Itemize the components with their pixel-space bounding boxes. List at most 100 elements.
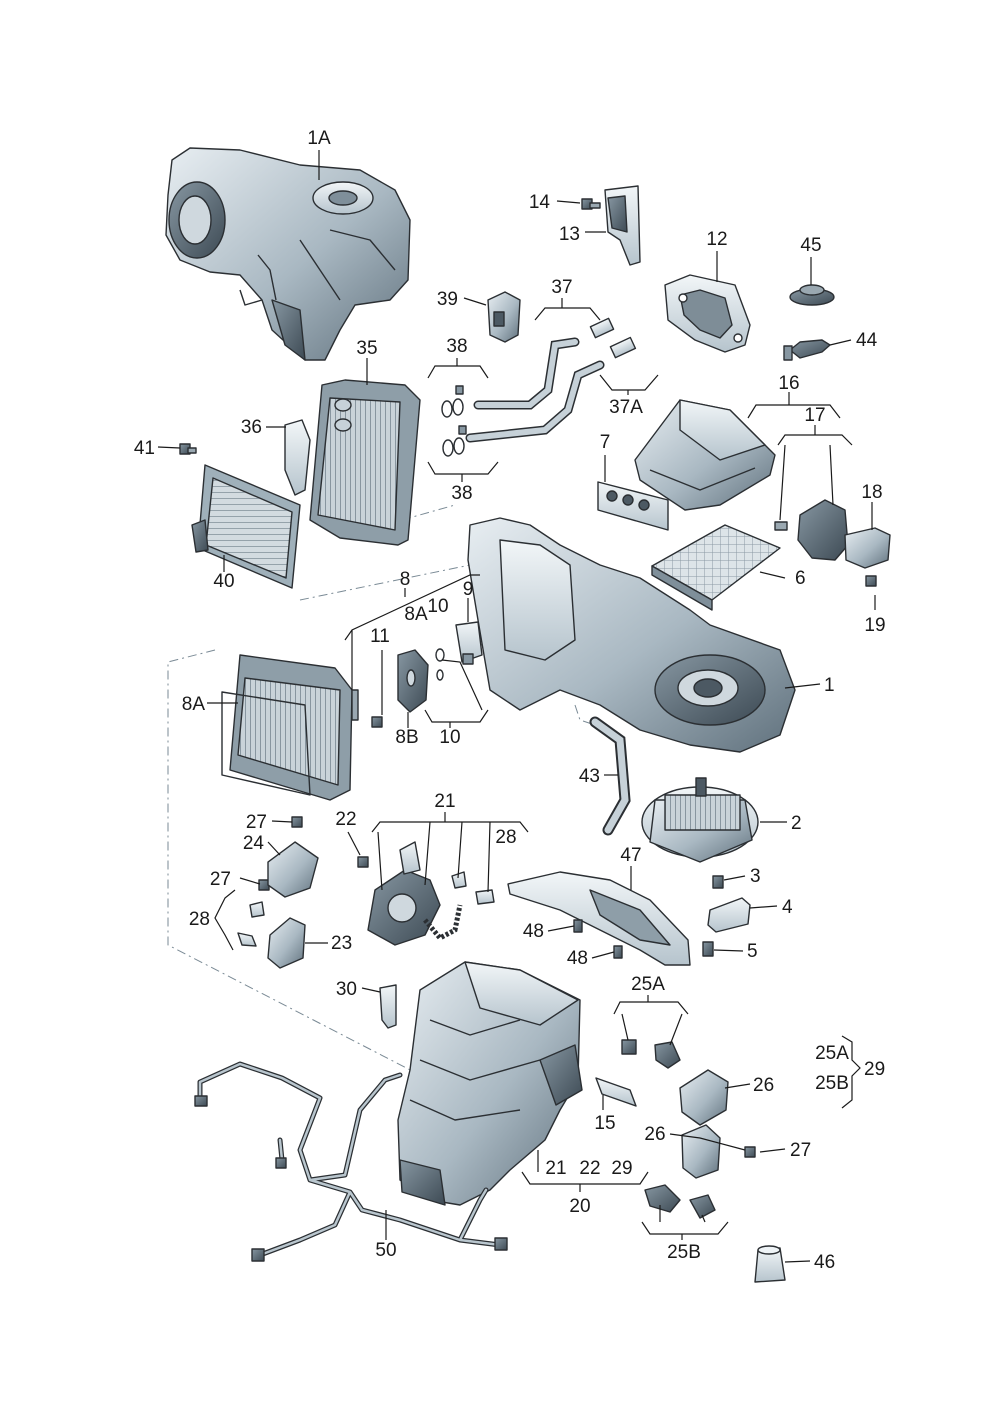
callout-37A: 37A	[609, 397, 643, 418]
callout-24: 24	[243, 833, 265, 854]
callout-15: 15	[594, 1113, 615, 1134]
callout-28-left: 28	[189, 909, 210, 930]
part-11-screw	[371, 716, 383, 728]
callout-9: 9	[463, 579, 474, 600]
callout-13: 13	[559, 224, 580, 245]
part-19-screw	[865, 575, 877, 587]
callout-1: 1	[824, 675, 835, 696]
part-37A-seal-caps	[589, 317, 637, 359]
leader-lines	[157, 150, 876, 1263]
part-12-gasket-plate	[664, 274, 751, 353]
callout-10-upper: 10	[427, 596, 448, 617]
part-39-sensor	[487, 291, 521, 343]
callout-27-lower: 27	[790, 1140, 811, 1161]
part-2-blower-motor	[641, 777, 759, 863]
callout-11: 11	[370, 626, 390, 647]
part-6-dust-pollen-filter	[651, 524, 781, 611]
callout-43: 43	[579, 766, 600, 787]
callout-46: 46	[814, 1252, 835, 1273]
part-38-o-rings	[441, 385, 467, 457]
callout-48-lower: 48	[567, 948, 588, 969]
callout-8A-left: 8A	[182, 694, 206, 715]
callout-26-upper: 26	[753, 1075, 774, 1096]
part-36-bracket	[284, 419, 311, 496]
callout-16: 16	[778, 373, 799, 394]
callout-8B: 8B	[395, 727, 418, 748]
callout-5: 5	[747, 941, 758, 962]
part-1-housing	[467, 517, 796, 753]
part-22-screw	[357, 856, 369, 868]
callout-48-upper: 48	[523, 921, 544, 942]
callout-29-lower: 29	[611, 1158, 632, 1179]
part-28-brackets	[237, 871, 495, 947]
part-45-grommet	[789, 284, 835, 306]
callout-27-upper: 27	[246, 812, 267, 833]
part-10-o-rings	[435, 648, 445, 681]
part-47-cover	[507, 871, 691, 966]
callout-18: 18	[861, 482, 882, 503]
callout-26-lower: 26	[644, 1124, 665, 1145]
part-16-air-inlet-housing	[634, 399, 776, 511]
callout-21-lower: 21	[545, 1158, 566, 1179]
callout-28-upper: 28	[495, 827, 516, 848]
callout-labels: 1A 14 13 12 45 44 39 37 37A 38 38 35 36 …	[134, 128, 886, 1273]
callout-7: 7	[600, 432, 611, 453]
callout-2: 2	[791, 813, 802, 834]
part-41-screw	[179, 443, 197, 455]
callout-39: 39	[437, 289, 458, 310]
callout-38-bottom: 38	[451, 483, 472, 504]
callout-47: 47	[620, 845, 641, 866]
callout-8A-upper: 8A	[404, 604, 428, 625]
callout-12: 12	[706, 229, 727, 250]
callout-25B-legend: 25B	[815, 1073, 849, 1094]
part-35-heater-core	[309, 379, 421, 546]
callout-6: 6	[795, 568, 806, 589]
part-46-cap	[754, 1245, 786, 1283]
callout-10-lower: 10	[439, 727, 460, 748]
part-23-actuator	[267, 917, 306, 969]
callout-37: 37	[551, 277, 572, 298]
part-21-actuator-assembly	[367, 841, 463, 946]
part-17-flap-actuator	[774, 499, 849, 561]
part-20-distribution-housing	[397, 961, 583, 1206]
callout-19: 19	[864, 615, 885, 636]
part-13-bracket	[604, 185, 641, 266]
part-30-sensor	[379, 984, 397, 1029]
part-37-refrigerant-lines	[465, 337, 605, 443]
callout-35: 35	[356, 338, 377, 359]
callout-20: 20	[569, 1196, 590, 1217]
part-3-screw	[712, 875, 724, 889]
callout-50: 50	[375, 1240, 396, 1261]
callout-4: 4	[782, 897, 793, 918]
part-9-expansion-valve	[455, 621, 483, 665]
callout-25B: 25B	[667, 1242, 701, 1263]
callout-17: 17	[804, 405, 825, 426]
part-18-motor	[844, 527, 891, 569]
callout-22: 22	[335, 809, 356, 830]
callout-27-middle: 27	[210, 869, 231, 890]
callout-1A: 1A	[307, 128, 331, 149]
part-43-drain-hose	[589, 716, 631, 836]
callout-30: 30	[336, 979, 357, 1000]
part-24-actuator	[267, 841, 319, 898]
callout-25A-legend: 25A	[815, 1043, 849, 1064]
callout-3: 3	[750, 866, 761, 887]
part-40-heat-exchanger	[191, 464, 301, 589]
part-8B-seal	[397, 649, 429, 713]
part-25A-actuator-set	[621, 1039, 681, 1069]
callout-40: 40	[213, 571, 234, 592]
callout-29-legend: 29	[864, 1059, 885, 1080]
callout-14: 14	[529, 192, 551, 213]
callout-23: 23	[331, 933, 352, 954]
part-26-actuators	[679, 1069, 729, 1179]
part-44-clip	[783, 339, 831, 361]
part-4-flap	[707, 897, 751, 933]
part-1A-air-conditioner-unit	[165, 147, 411, 361]
callout-44: 44	[856, 330, 878, 351]
part-5-screw	[702, 941, 714, 957]
part-8A-evaporator	[221, 654, 359, 801]
callout-38-top: 38	[446, 336, 467, 357]
part-50-wiring-harness	[194, 1061, 508, 1262]
callout-25A: 25A	[631, 974, 665, 995]
